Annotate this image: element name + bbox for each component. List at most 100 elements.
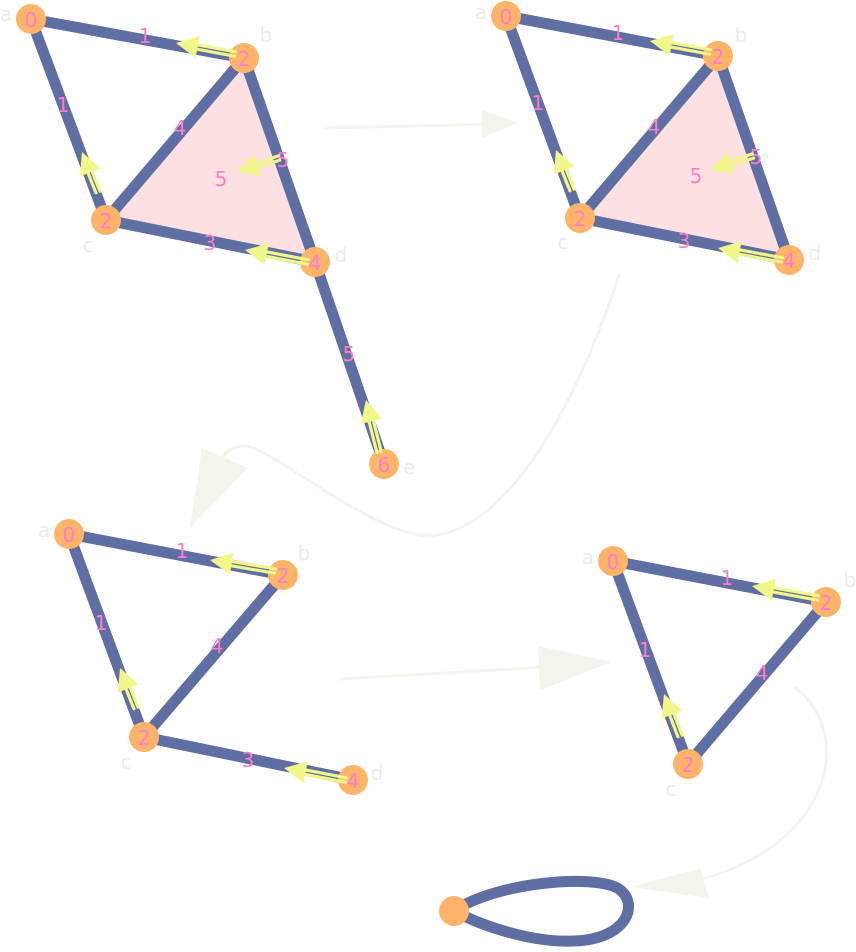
connector-arrow-4-5 (698, 686, 828, 882)
panel-2-vertex-d-label: d (809, 241, 822, 265)
self-loop-edge (448, 875, 634, 947)
panel-2-vertex-a-label: a (475, 0, 487, 24)
panel-4-vertex-a (598, 546, 628, 576)
merged-vertex (439, 896, 469, 926)
panel-3-flow-arrow-0 (210, 552, 277, 575)
connector-arrow-2-3-head (190, 448, 248, 528)
panel-3-flow-arrow-2 (284, 761, 349, 784)
panel-3-vertex-d-value: 4 (347, 769, 360, 793)
panel-3-edge-weight-a-b: 1 (176, 539, 189, 563)
panel-1-edge-weight-d-e: 5 (343, 342, 356, 366)
panel-4-vertex-a-label: a (582, 545, 594, 569)
panel-3-edge-weight-b-c: 4 (211, 634, 224, 658)
panel-1-edge-weight-a-c: 1 (57, 93, 70, 117)
panel-1-vertex-d-value: 4 (309, 251, 322, 275)
panel-2-vertex-c-value: 2 (574, 207, 587, 231)
panel-2-flow-arrow-1 (553, 150, 576, 193)
panel-3-vertex-d-label: d (371, 761, 384, 785)
panel-3-vertex-a-value: 0 (63, 523, 76, 547)
connector-arrow-3-4-head (538, 646, 612, 690)
panel-1-face (106, 58, 315, 262)
panel-3-vertex-c-label: c (121, 750, 132, 774)
panel-1-vertex-d-label: d (335, 243, 348, 267)
panel-1-vertex-e-value: 6 (378, 453, 391, 477)
panel-1-flow-arrow-3 (360, 400, 383, 455)
panel-2-face (580, 56, 789, 260)
panel-2-edge-weight-a-c: 1 (532, 91, 545, 115)
panel-4-edge-weight-a-b: 1 (721, 566, 734, 590)
panel-4-edge-b-c (682, 596, 832, 770)
panel-3-vertex-a (54, 519, 84, 549)
connector-arrow-1-2-head (482, 110, 518, 138)
panel-1-vertex-c (91, 205, 121, 235)
panel-1-vertex-a-label: a (0, 2, 12, 26)
panel-1-vertex-b-value: 2 (238, 47, 251, 71)
panel-4-vertex-c-label: c (666, 777, 677, 801)
panel-1-vertex-c-label: c (83, 233, 94, 257)
panel-3-edge-b-c (138, 569, 289, 743)
panel-1-vertex-a (16, 4, 46, 34)
panel-3-vertex-b-label: b (298, 541, 311, 565)
connector-arrow-4-5-head (631, 868, 709, 898)
panel-4-vertex-c (673, 749, 703, 779)
panel-3-flow-arrow-1 (117, 668, 140, 711)
connector-arrow-1-2 (324, 122, 502, 130)
panel-1-flow-arrow-1 (79, 152, 102, 195)
panel-1-vertex-c-value: 2 (100, 209, 113, 233)
panel-1-vertex-a-value: 0 (25, 8, 38, 32)
panel-2-vertex-c-label: c (558, 230, 569, 254)
panel-1-vertex-e (369, 449, 399, 479)
panel-2-vertex-b-value: 2 (712, 45, 725, 69)
panel-4-flow-arrow-0 (752, 579, 820, 602)
panel-1-edge-weight-c-d: 3 (204, 231, 217, 255)
panel-2-edge-weight-a-b: 1 (612, 21, 625, 45)
panel-4-vertex-b-label: b (844, 568, 856, 592)
panel-1-vertex-b-label: b (260, 23, 273, 47)
panel-2-edge-weight-b-c: 4 (648, 115, 661, 139)
panel-1-edge-weight-a-b: 1 (139, 24, 152, 48)
panel-1-vertex-b (229, 43, 259, 73)
panel-2-flow-arrow-face (710, 152, 756, 174)
panel-1-vertex-d (300, 247, 330, 277)
panel-3-vertex-d (338, 765, 368, 795)
connector-arrow-2-3 (208, 273, 621, 538)
panel-2-edge-weight-c-d: 3 (678, 229, 691, 253)
panel-2-vertex-a-value: 0 (500, 5, 513, 29)
panel-2-flow-arrow-0 (650, 34, 712, 56)
panel-4-vertex-b-value: 2 (820, 591, 833, 615)
panel-3-vertex-b-value: 2 (277, 564, 290, 588)
panel-3-vertex-c-value: 2 (138, 726, 151, 750)
panel-3-edge-weight-a-c: 1 (95, 611, 108, 635)
panel-1-edge-b-c (100, 52, 250, 226)
panel-2-edge-b-c (574, 50, 724, 224)
panel-2-vertex-a (491, 1, 521, 31)
panel-5 (439, 875, 634, 947)
panel-1-face-value: 5 (215, 167, 228, 191)
panel-2-flow-arrow-2 (718, 241, 785, 264)
panel-3-vertex-c (129, 722, 159, 752)
panel-1-edge-weight-b-c: 4 (174, 116, 187, 140)
panel-4-edge-weight-b-c: 4 (756, 661, 769, 685)
panel-2-face-value: 5 (690, 164, 703, 188)
panel-1-edge-weight-b-d: 5 (277, 148, 290, 172)
panel-4-vertex-a-value: 0 (607, 550, 620, 574)
panel-2-edge-weight-b-d: 5 (750, 145, 763, 169)
panel-2-vertex-d (774, 245, 804, 275)
panel-2-vertex-b-label: b (735, 23, 748, 47)
panel-4-vertex-c-value: 2 (682, 753, 695, 777)
panel-4-flow-arrow-1 (661, 694, 684, 739)
panel-1-flow-arrow-0 (176, 36, 238, 58)
panel-2-vertex-c (565, 203, 595, 233)
panel-4-edge-weight-a-c: 1 (639, 638, 652, 662)
panel-1-flow-arrow-2 (245, 243, 311, 266)
panel-2-vertex-d-value: 4 (783, 249, 796, 273)
panel-3-vertex-a-label: a (38, 518, 50, 542)
panel-1-vertex-e-label: e (403, 455, 415, 479)
panel-3-edge-weight-c-d: 3 (242, 748, 255, 772)
panel-1-flow-arrow-face (237, 154, 282, 176)
